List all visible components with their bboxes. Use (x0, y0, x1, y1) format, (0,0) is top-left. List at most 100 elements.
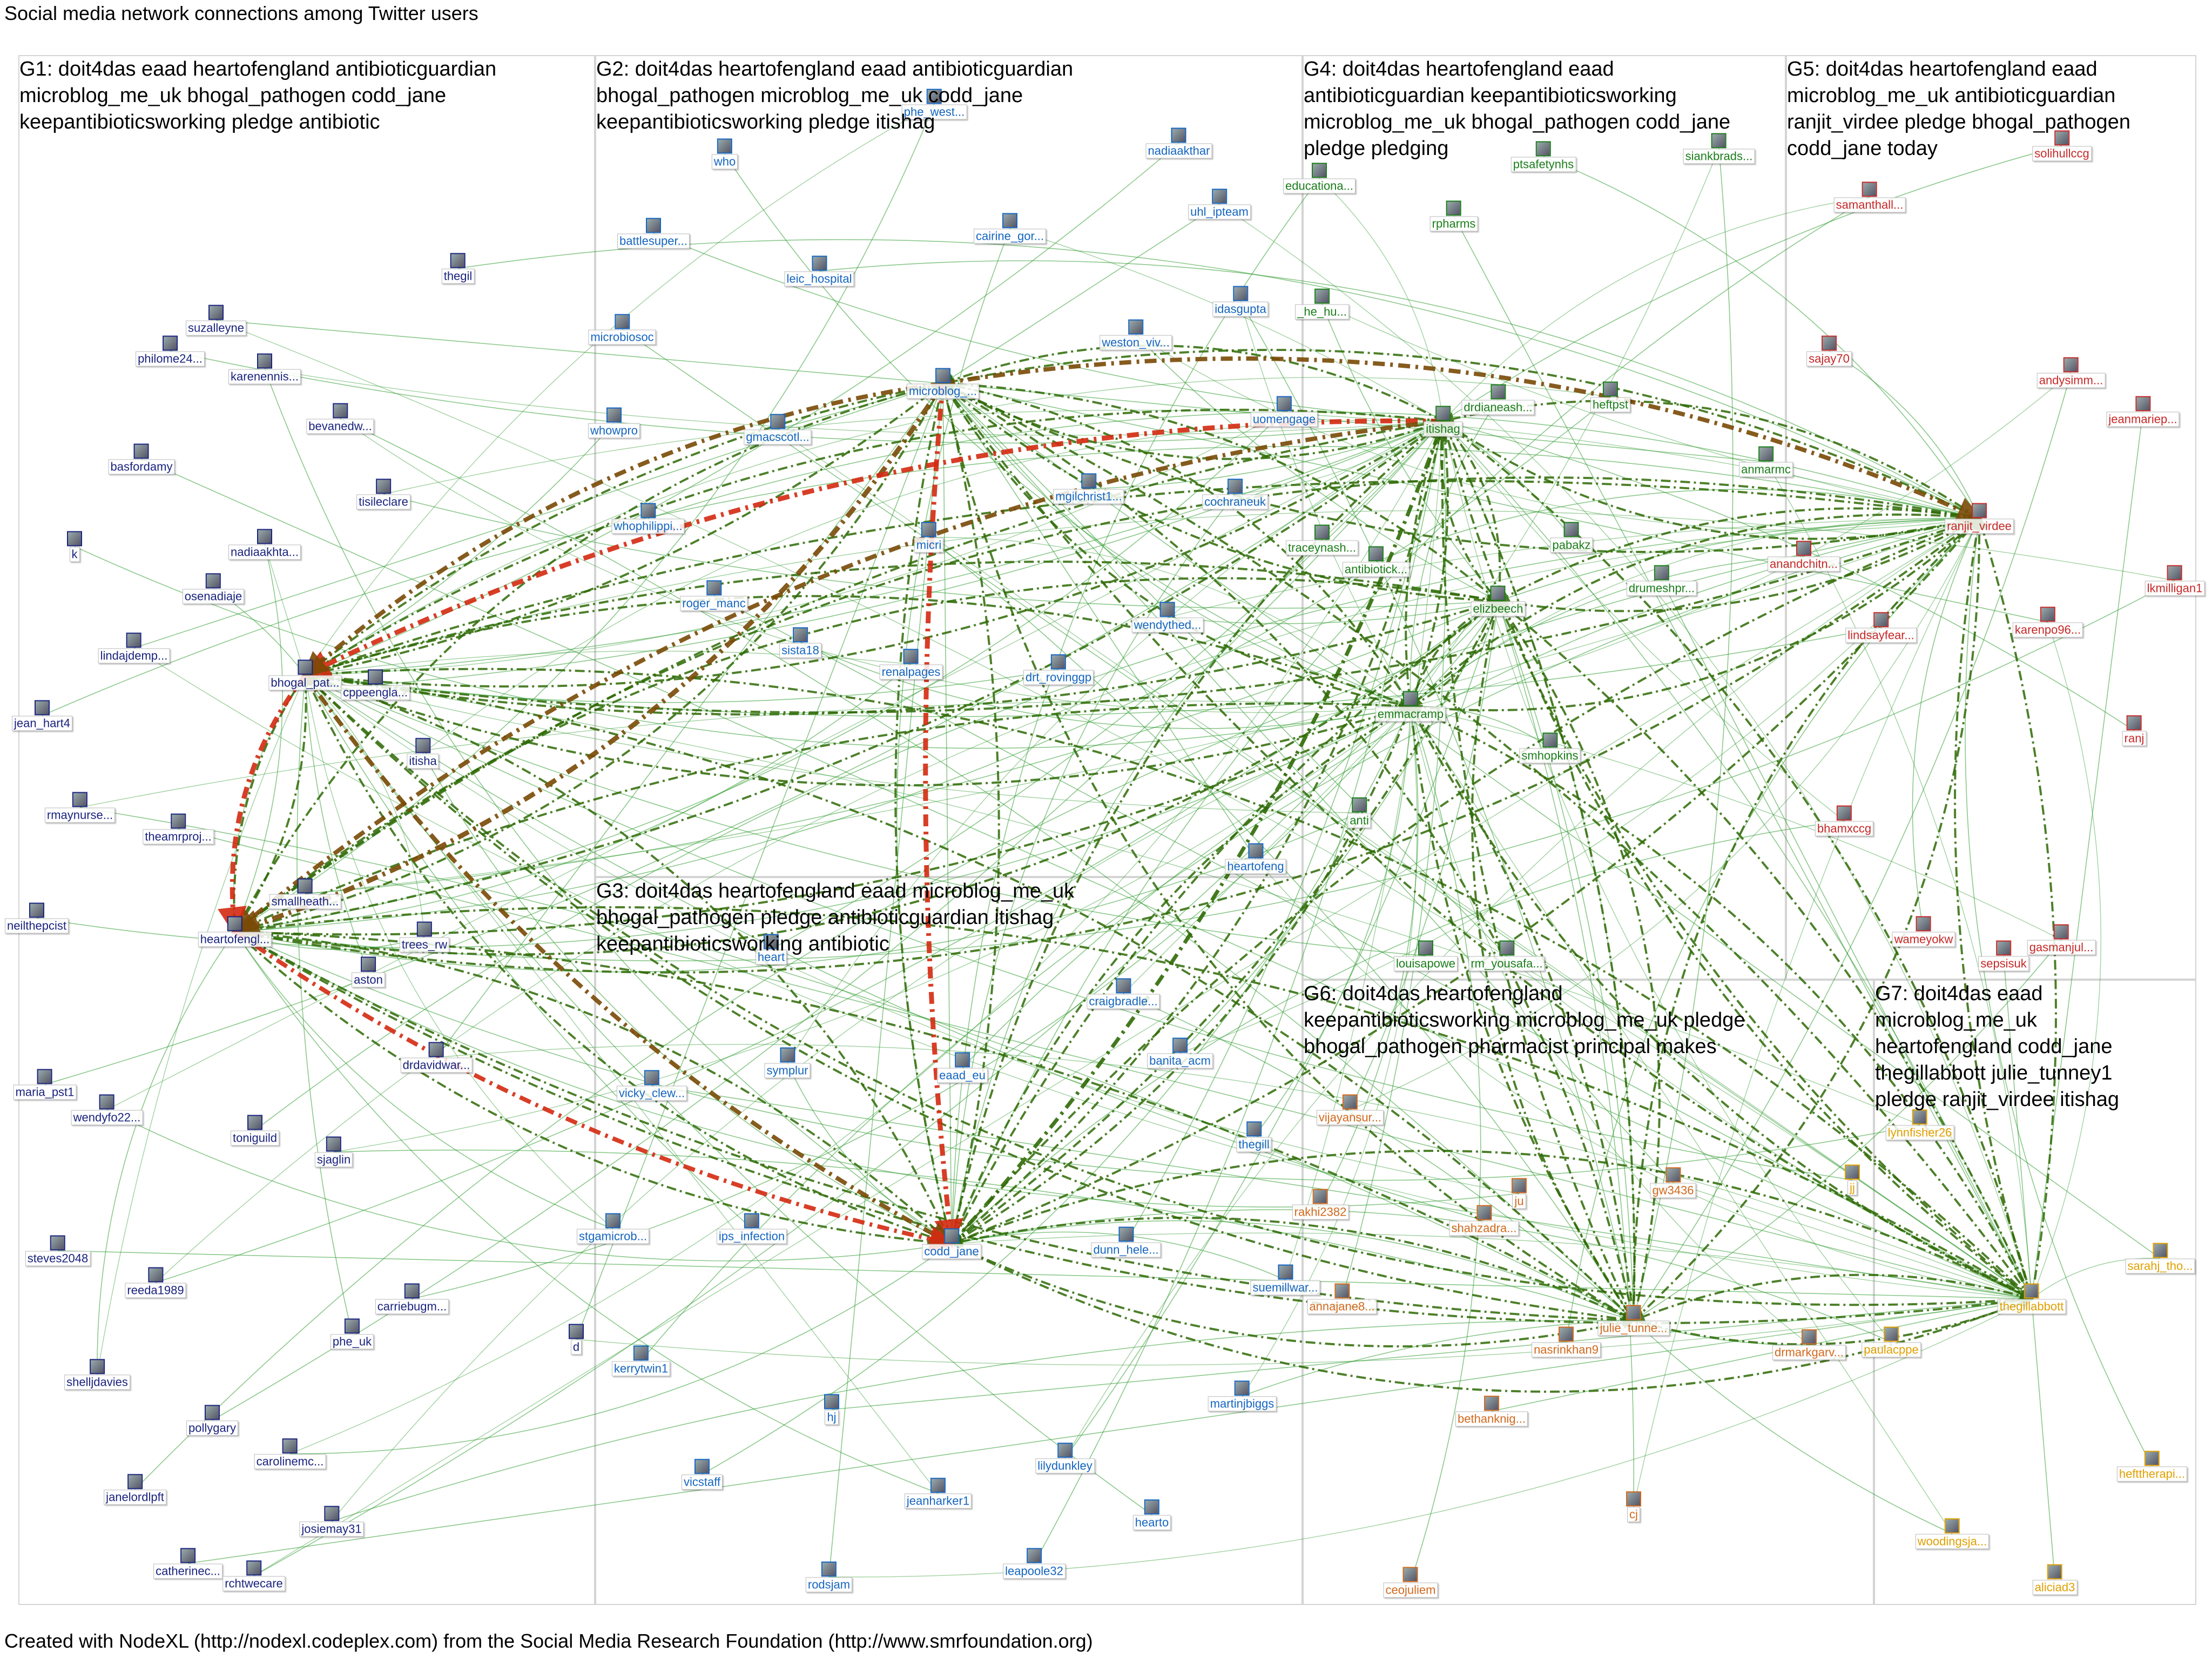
node-bhogal-pat[interactable]: bhogal_pat... (268, 659, 342, 691)
node-nadiaakhta[interactable]: nadiaakhta... (228, 529, 301, 560)
node-ips-infection[interactable]: ips_infection (716, 1213, 787, 1244)
node-rm-yousafa[interactable]: rm_yousafa... (1468, 940, 1545, 972)
node-eaad-eu[interactable]: eaad_eu (937, 1052, 988, 1083)
node-whowpro[interactable]: whowpro (588, 407, 640, 439)
node-sista18[interactable]: sista18 (779, 627, 821, 658)
node-heart[interactable]: heart (755, 934, 787, 965)
node-dunn-hele[interactable]: dunn_hele... (1091, 1226, 1161, 1258)
node-itisha[interactable]: itisha (407, 738, 439, 769)
node-rmaynurse[interactable]: rmaynurse... (44, 792, 116, 823)
node-josiemay31[interactable]: josiemay31 (299, 1506, 364, 1537)
node-cochraneuk[interactable]: cochraneuk (1202, 478, 1268, 510)
node-lilydunkley[interactable]: lilydunkley (1035, 1442, 1095, 1474)
node-drdianeash[interactable]: drdianeash... (1461, 384, 1535, 415)
node-leic-hospital[interactable]: leic_hospital (784, 255, 854, 287)
node-microblog[interactable]: microblog_... (907, 368, 979, 399)
node-woodingsja[interactable]: woodingsja... (1915, 1518, 1990, 1549)
node-bhamxccg[interactable]: bhamxccg (1815, 805, 1874, 837)
node-catherinec[interactable]: catherinec... (153, 1548, 222, 1579)
node-whophilippi[interactable]: whophilippi... (611, 503, 685, 534)
node-phe-uk[interactable]: phe_uk (330, 1318, 374, 1350)
node-martinjbiggs[interactable]: martinjbiggs (1208, 1380, 1277, 1412)
node-d[interactable]: d (569, 1324, 584, 1355)
node-hj[interactable]: hj (824, 1394, 839, 1425)
node-cj[interactable]: cj (1626, 1491, 1641, 1522)
node-stgamicrob[interactable]: stgamicrob... (577, 1213, 649, 1244)
node-wendythed[interactable]: wendythed... (1131, 602, 1204, 633)
node-renalpages[interactable]: renalpages (879, 649, 943, 680)
node-roger-manc[interactable]: roger_manc (680, 580, 748, 611)
node-micri[interactable]: micri (914, 522, 944, 553)
node-microbiosoc[interactable]: microbiosoc (588, 314, 656, 345)
node-gw3436[interactable]: gw3436 (1650, 1167, 1696, 1198)
node-craigbradle[interactable]: craigbradle... (1087, 978, 1160, 1009)
node-symplur[interactable]: symplur (764, 1047, 811, 1078)
node-neilthepcist[interactable]: neilthepcist (4, 902, 69, 934)
node-rpharms[interactable]: rpharms (1429, 200, 1478, 232)
node-idasgupta[interactable]: idasgupta (1212, 286, 1269, 317)
node-karenpo96[interactable]: karenpo96... (2012, 606, 2083, 638)
node-gasmanjul[interactable]: gasmanjul... (2027, 924, 2096, 955)
node-jeanmariep[interactable]: jeanmariep... (2106, 396, 2180, 427)
node-thegill[interactable]: thegill (1236, 1121, 1272, 1152)
node-uhl-ipteam[interactable]: uhl_ipteam (1188, 188, 1251, 220)
node-smallheath[interactable]: smallheath... (269, 878, 341, 909)
node-emmacramp[interactable]: emmacramp (1375, 691, 1446, 722)
node-thegil[interactable]: thegil (441, 253, 475, 284)
node-carolinemc[interactable]: carolinemc... (254, 1438, 326, 1469)
node-steves2048[interactable]: steves2048 (25, 1235, 91, 1266)
node-bevanedw[interactable]: bevanedw... (306, 403, 374, 434)
node-shahzadra[interactable]: shahzadra... (1449, 1205, 1519, 1236)
node-siankbrads[interactable]: siankbrads... (1683, 133, 1755, 164)
node-vijayansur[interactable]: vijayansur... (1316, 1094, 1384, 1125)
node-louisapowe[interactable]: louisapowe (1393, 940, 1458, 972)
node-cairine-gor[interactable]: cairine_gor... (974, 213, 1046, 244)
node-theamrproj[interactable]: theamrproj... (143, 813, 214, 845)
node-aston[interactable]: aston (352, 956, 385, 988)
node-aliciad3[interactable]: aliciad3 (2032, 1564, 2078, 1595)
node-drdavidwar[interactable]: drdavidwar... (400, 1042, 473, 1073)
node-anti[interactable]: anti (1347, 797, 1371, 828)
node-osenadiaje[interactable]: osenadiaje (182, 573, 245, 604)
node-jj[interactable]: jj (1845, 1164, 1860, 1196)
node-ranj[interactable]: ranj (2122, 715, 2147, 746)
node-vicstaff[interactable]: vicstaff (681, 1459, 723, 1490)
node-suzalleyne[interactable]: suzalleyne (186, 305, 246, 336)
node-gmacscotl[interactable]: gmacscotl... (744, 414, 812, 445)
node-wendyfo22[interactable]: wendyfo22... (71, 1094, 143, 1125)
node-pabakz[interactable]: pabakz (1550, 522, 1593, 553)
node-thegillabbott[interactable]: thegillabbott (1997, 1283, 2066, 1314)
node-itishag[interactable]: itishag (1424, 406, 1462, 437)
node-trees-rw[interactable]: trees_rw (399, 921, 450, 953)
node-kerrytwin1[interactable]: kerrytwin1 (611, 1345, 671, 1377)
node-drumeshpr[interactable]: drumeshpr... (1626, 565, 1697, 596)
node-codd-jane[interactable]: codd_jane (922, 1228, 981, 1259)
node-who[interactable]: who (711, 138, 738, 170)
node-andysimm[interactable]: andysimm... (2036, 357, 2106, 388)
node-phe-west[interactable]: phe_west... (901, 89, 967, 120)
node-nadiaakthar[interactable]: nadiaakthar (1145, 127, 1212, 159)
node-heftpst[interactable]: heftpst (1590, 381, 1631, 413)
node-annajane8[interactable]: annajane8... (1307, 1283, 1377, 1314)
node-lindsayfear[interactable]: lindsayfear... (1845, 612, 1917, 643)
node-mgilchrist1[interactable]: mgilchrist1... (1053, 473, 1124, 504)
node-heartofengl[interactable]: heartofengl... (198, 916, 272, 947)
node-he-hu[interactable]: _he_hu... (1295, 288, 1349, 320)
node-anandchitn[interactable]: anandchitn... (1768, 541, 1840, 572)
node-heartofeng[interactable]: heartofeng (1225, 843, 1286, 874)
node-rchtwecare[interactable]: rchtwecare (222, 1560, 285, 1591)
node-battlesuper[interactable]: battlesuper... (617, 218, 690, 249)
node-julie-tunne[interactable]: julie_tunne... (1597, 1305, 1670, 1336)
node-basfordamy[interactable]: basfordamy (108, 443, 175, 475)
node-bethanknig[interactable]: bethanknig... (1455, 1395, 1528, 1427)
node-paulacppe[interactable]: paulacppe (1862, 1326, 1921, 1358)
node-ju[interactable]: ju (1512, 1178, 1527, 1209)
node-janelordlpft[interactable]: janelordlpft (104, 1474, 166, 1505)
node-jean-hart4[interactable]: jean_hart4 (12, 700, 72, 731)
node-elizbeech[interactable]: elizbeech (1471, 585, 1526, 617)
node-ranjit-virdee[interactable]: ranjit_virdee (1945, 503, 2014, 534)
node-solihullccg[interactable]: solihullccg (2032, 130, 2092, 161)
node-smhopkins[interactable]: smhopkins (1519, 732, 1581, 764)
node-carriebugm[interactable]: carriebugm... (375, 1283, 449, 1314)
node-tisileclare[interactable]: tisileclare (356, 478, 410, 510)
